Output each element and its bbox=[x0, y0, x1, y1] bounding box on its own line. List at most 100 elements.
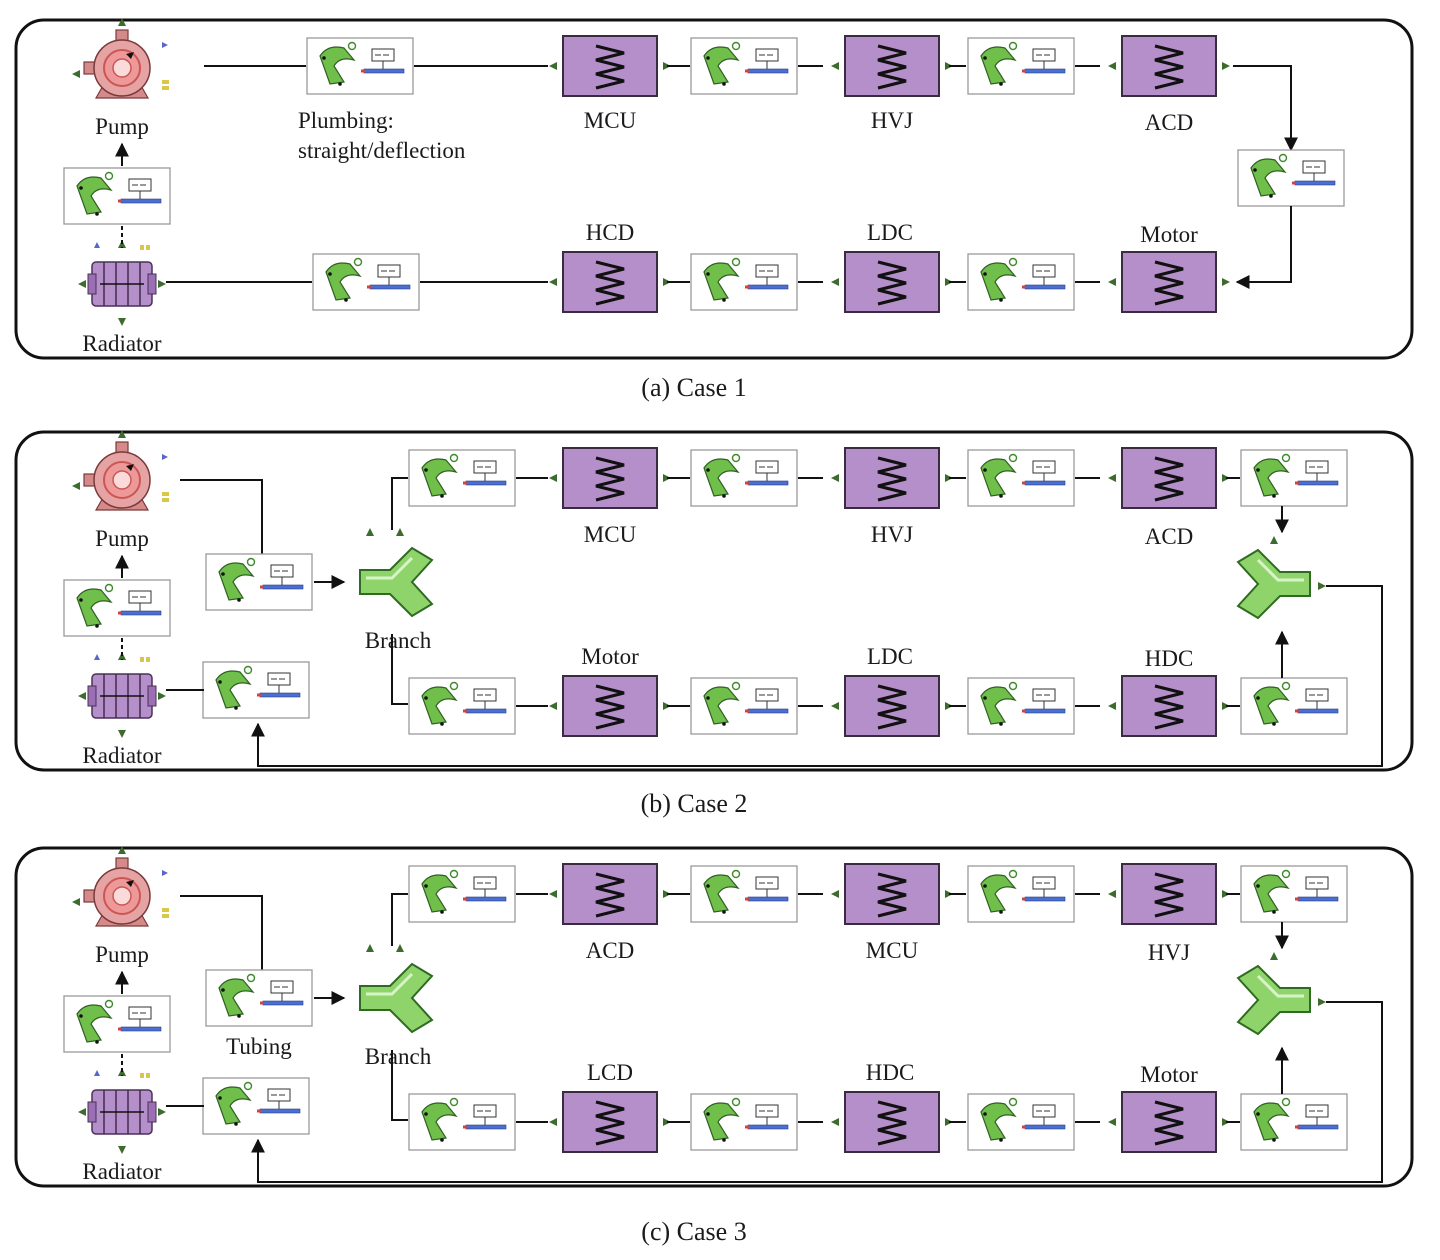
port-marker bbox=[1270, 536, 1278, 544]
label-lcd: LCD bbox=[587, 1060, 633, 1085]
port-marker bbox=[1108, 278, 1116, 286]
port-marker bbox=[831, 702, 839, 710]
heat-coil-icon bbox=[1121, 863, 1217, 925]
pipe-bend-icon bbox=[1240, 677, 1348, 735]
panel-frame bbox=[14, 18, 1414, 360]
heat-coil-icon bbox=[562, 447, 658, 509]
label-branch: Branch bbox=[365, 628, 432, 653]
port-marker bbox=[1270, 952, 1278, 960]
panel-frame bbox=[14, 430, 1414, 772]
port-marker bbox=[1108, 890, 1116, 898]
port-marker bbox=[831, 890, 839, 898]
pipe-bend-icon bbox=[1240, 449, 1348, 507]
pipe-bend-icon bbox=[63, 579, 171, 637]
radiator-icon bbox=[87, 261, 157, 307]
port-marker bbox=[72, 898, 80, 906]
pipe-bend-icon bbox=[967, 253, 1075, 311]
branch-y-icon bbox=[359, 546, 434, 618]
port-marker bbox=[118, 18, 126, 26]
pipe-bend-icon bbox=[202, 661, 310, 719]
panel-case-1: PumpRadiatorPlumbing:straight/deflection… bbox=[14, 18, 1414, 402]
port-marker bbox=[78, 280, 86, 288]
port-marker bbox=[72, 70, 80, 78]
pipe-bend-icon bbox=[967, 449, 1075, 507]
pipe-bend-icon bbox=[205, 969, 313, 1027]
port-marker bbox=[1108, 474, 1116, 482]
radiator-icon bbox=[87, 1089, 157, 1135]
pipe-bend-icon bbox=[690, 865, 798, 923]
port-marker bbox=[118, 730, 126, 738]
label-acd: ACD bbox=[1145, 524, 1194, 549]
label-hdc: HDC bbox=[1145, 646, 1194, 671]
port-marker bbox=[78, 692, 86, 700]
panel-caption: (b) Case 2 bbox=[641, 789, 748, 818]
port-marker bbox=[118, 430, 126, 438]
pump-icon bbox=[83, 857, 151, 927]
label-acd: ACD bbox=[586, 938, 635, 963]
pipe-bend-icon bbox=[967, 677, 1075, 735]
label-hvj: HVJ bbox=[871, 108, 913, 133]
label-pump: Pump bbox=[95, 942, 149, 967]
pipe-bend-icon bbox=[690, 449, 798, 507]
flow-arrow bbox=[1233, 65, 1298, 152]
pipe-bend-icon bbox=[205, 553, 313, 611]
heat-coil-icon bbox=[562, 35, 658, 97]
port-marker bbox=[396, 944, 404, 952]
port-marker bbox=[1222, 62, 1230, 70]
pipe-bend-icon bbox=[690, 253, 798, 311]
panel-caption: (a) Case 1 bbox=[641, 373, 746, 402]
branch-y-icon bbox=[1236, 548, 1311, 620]
branch-y-icon bbox=[359, 962, 434, 1034]
heat-coil-icon bbox=[562, 675, 658, 737]
label-motor: Motor bbox=[581, 644, 639, 669]
port-marker bbox=[549, 62, 557, 70]
port-marker bbox=[549, 1118, 557, 1126]
flow-line bbox=[391, 1050, 408, 1121]
pump-icon bbox=[83, 29, 151, 99]
heat-coil-icon bbox=[1121, 251, 1217, 313]
heat-coil-icon bbox=[562, 863, 658, 925]
label-hcd: HCD bbox=[586, 220, 635, 245]
flow-arrow bbox=[1235, 206, 1292, 289]
label-pump: Pump bbox=[95, 114, 149, 139]
label-mcu: MCU bbox=[584, 108, 637, 133]
heat-coil-icon bbox=[844, 251, 940, 313]
pipe-bend-icon bbox=[690, 37, 798, 95]
flow-line bbox=[180, 479, 263, 558]
port-marker bbox=[158, 692, 166, 700]
flow-arrow bbox=[251, 585, 1383, 767]
pipe-bend-icon bbox=[1240, 1093, 1348, 1151]
panel-frame bbox=[14, 846, 1414, 1188]
pipe-bend-icon bbox=[202, 1077, 310, 1135]
flow-line bbox=[391, 477, 408, 530]
heat-coil-icon bbox=[1121, 675, 1217, 737]
label-mcu: MCU bbox=[866, 938, 919, 963]
port-marker bbox=[549, 702, 557, 710]
port-marker bbox=[831, 474, 839, 482]
pipe-bend-icon bbox=[690, 1093, 798, 1151]
port-marker bbox=[831, 62, 839, 70]
label-motor: Motor bbox=[1140, 222, 1198, 247]
pipe-bend-icon bbox=[1237, 149, 1345, 207]
label-acd: ACD bbox=[1145, 110, 1194, 135]
radiator-icon bbox=[87, 673, 157, 719]
heat-coil-icon bbox=[844, 1091, 940, 1153]
heat-coil-icon bbox=[844, 447, 940, 509]
heat-coil-icon bbox=[844, 675, 940, 737]
pipe-bend-icon bbox=[312, 253, 420, 311]
port-marker bbox=[1318, 582, 1326, 590]
pipe-bend-icon bbox=[408, 677, 516, 735]
port-marker bbox=[366, 944, 374, 952]
port-marker bbox=[831, 278, 839, 286]
port-marker bbox=[549, 474, 557, 482]
pipe-bend-icon bbox=[408, 865, 516, 923]
port-marker bbox=[1318, 998, 1326, 1006]
port-marker bbox=[158, 1108, 166, 1116]
flow-line bbox=[391, 893, 408, 946]
port-marker bbox=[366, 528, 374, 536]
label-radiator: Radiator bbox=[82, 743, 162, 768]
port-marker bbox=[118, 318, 126, 326]
heat-coil-icon bbox=[844, 863, 940, 925]
